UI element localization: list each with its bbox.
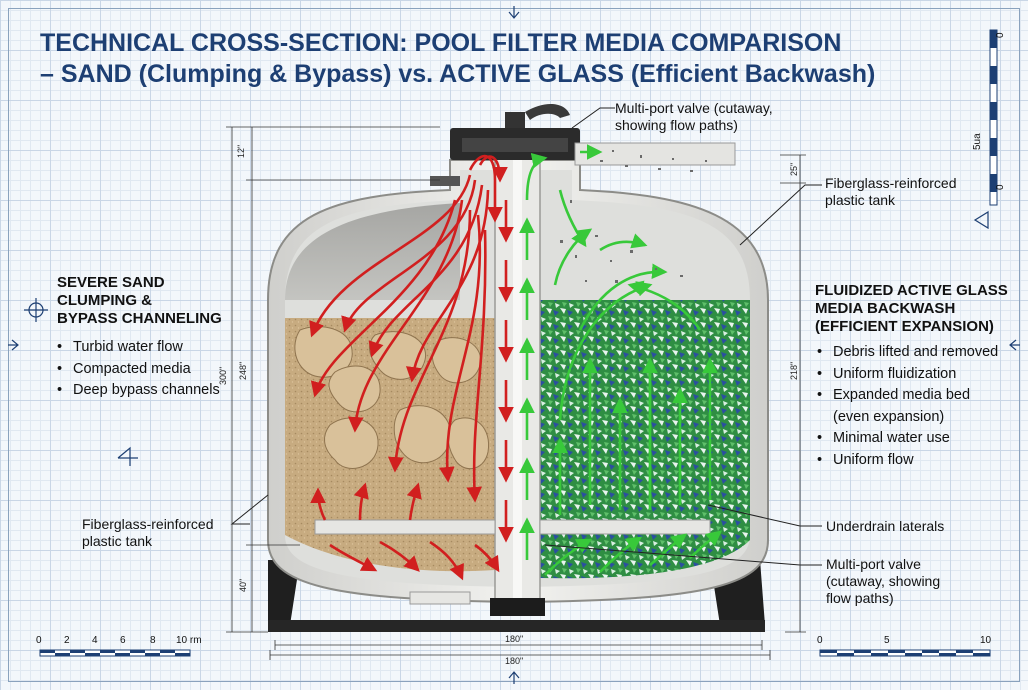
glass-heading-line: MEDIA BACKWASH [815, 300, 956, 317]
callout-underdrain: Underdrain laterals [826, 518, 945, 534]
list-item: Expanded media bed [815, 385, 998, 407]
dim-sand-bed: 248" [238, 362, 248, 380]
dim-overall-height: 300" [218, 367, 228, 385]
sand-bullet-list: Turbid water flow Compacted media Deep b… [55, 337, 220, 402]
scale-left-tick-3: 6 [120, 635, 126, 646]
list-item: Debris lifted and removed [815, 342, 998, 364]
dim-width-inner: 180" [505, 634, 523, 644]
scale-left-tick-5: 10 rm [176, 635, 202, 646]
dim-right-bed: 218" [789, 362, 799, 380]
page-title: TECHNICAL CROSS-SECTION: POOL FILTER MED… [40, 28, 970, 90]
scale-left-tick-2: 4 [92, 635, 98, 646]
sand-heading-line: CLUMPING & [57, 292, 152, 309]
scale-right-tick-0: 0 [817, 635, 823, 646]
dim-width-outer: 180" [505, 656, 523, 666]
dim-base: 40" [238, 579, 248, 592]
callout-tank-left: Fiberglass-reinforced plastic tank [82, 516, 214, 550]
list-item: Deep bypass channels [55, 380, 220, 402]
glass-heading-line: FLUIDIZED ACTIVE GLASS [815, 282, 1008, 299]
title-line-1: TECHNICAL CROSS-SECTION: POOL FILTER MED… [40, 29, 842, 57]
list-item: Uniform flow [815, 450, 998, 472]
scale-right-tick-1: 5 [884, 635, 890, 646]
dim-top-neck: 12" [236, 145, 246, 158]
scale-left-tick-0: 0 [36, 635, 42, 646]
callout-line: Multi-port valve (cutaway, [615, 100, 773, 116]
callout-line: Fiberglass-reinforced [825, 175, 957, 191]
callout-line: showing flow paths) [615, 117, 738, 133]
scale-vertical-tick-2: 0 [995, 184, 1006, 190]
glass-heading-line: (EFFICIENT EXPANSION) [815, 318, 994, 335]
callout-line: (cutaway, showing [826, 573, 941, 589]
callout-line: plastic tank [825, 192, 896, 208]
dim-right-top: 25" [789, 163, 799, 176]
callout-valve-top: Multi-port valve (cutaway, showing flow … [615, 100, 773, 134]
callout-line: Multi-port valve [826, 556, 921, 572]
callout-tank-right: Fiberglass-reinforced plastic tank [825, 175, 957, 209]
callout-line: flow paths) [826, 590, 894, 606]
glass-bullet-list: Debris lifted and removed Uniform fluidi… [815, 342, 998, 471]
scale-left-tick-1: 2 [64, 635, 70, 646]
list-item: Uniform fluidization [815, 364, 998, 386]
title-line-2: – SAND (Clumping & Bypass) vs. ACTIVE GL… [40, 60, 876, 88]
list-item-continuation: (even expansion) [833, 408, 945, 425]
list-item: Compacted media [55, 359, 220, 381]
scale-vertical-tick-1: 5ua [972, 133, 983, 150]
list-item: Minimal water use [815, 428, 998, 450]
list-item: Turbid water flow [55, 337, 220, 359]
sand-heading: SEVERE SAND CLUMPING & BYPASS CHANNELING [57, 274, 222, 328]
callout-valve-bottom: Multi-port valve (cutaway, showing flow … [826, 556, 940, 607]
callout-line: Fiberglass-reinforced [82, 516, 214, 532]
scale-right-tick-2: 10 [980, 635, 992, 646]
glass-heading: FLUIDIZED ACTIVE GLASS MEDIA BACKWASH (E… [815, 282, 1008, 336]
scale-left-tick-4: 8 [150, 635, 156, 646]
scale-vertical-tick-0: 0 [995, 32, 1006, 38]
sand-heading-line: SEVERE SAND [57, 274, 165, 291]
sand-heading-line: BYPASS CHANNELING [57, 310, 222, 327]
callout-line: plastic tank [82, 533, 153, 549]
